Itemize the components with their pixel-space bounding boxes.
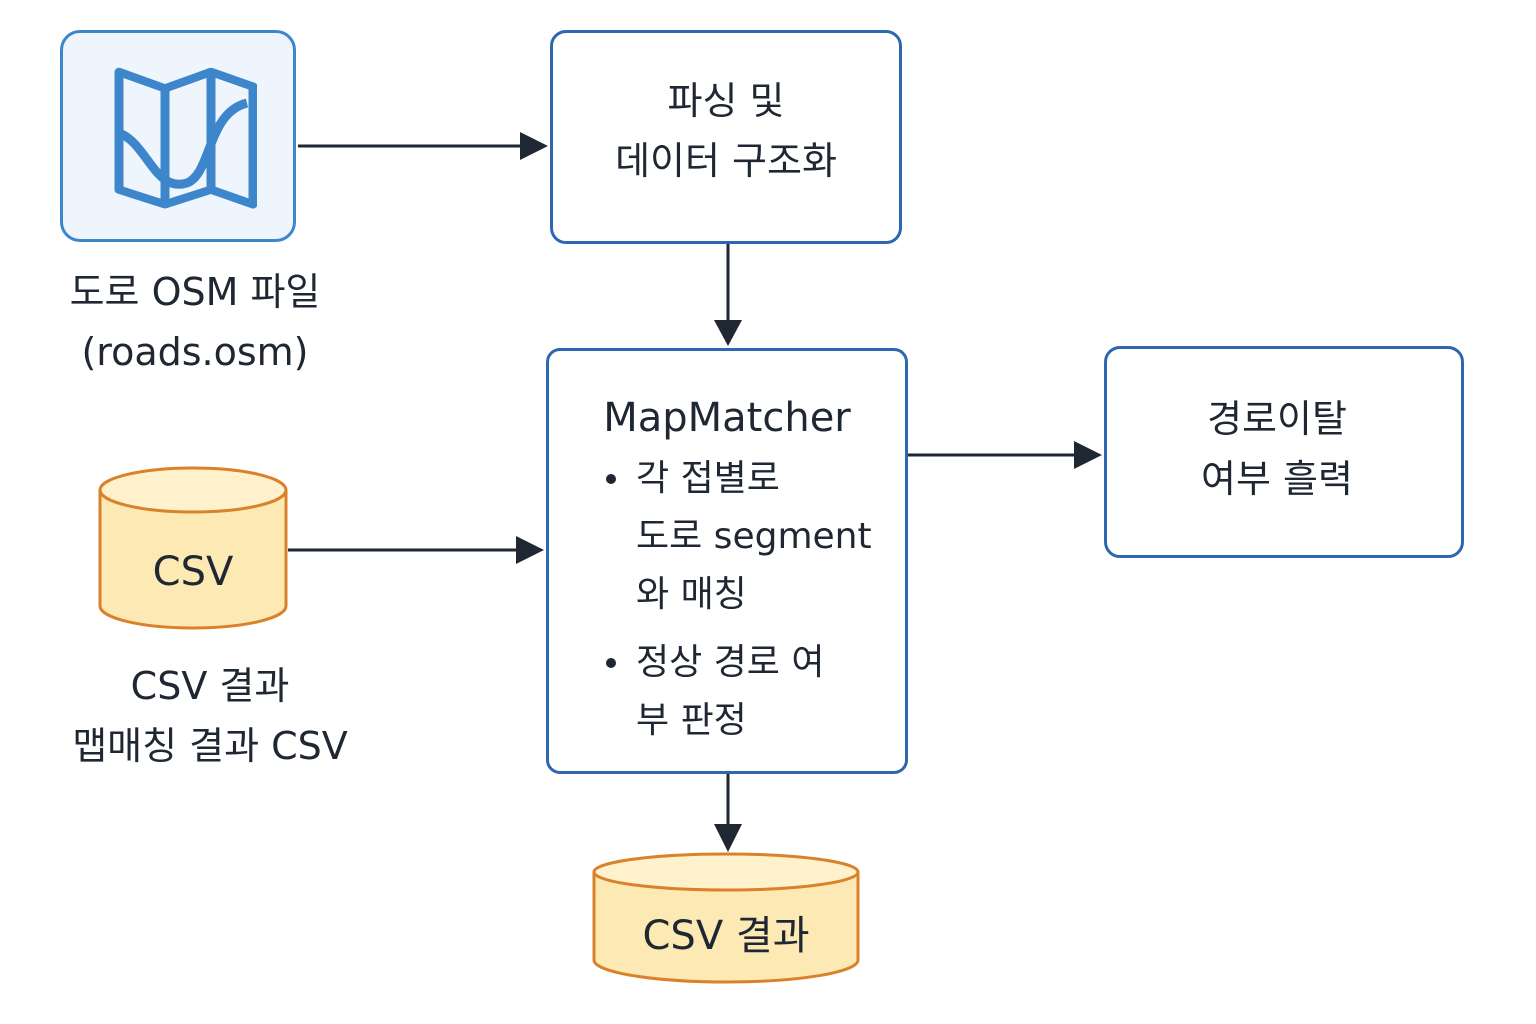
route-deviation-text: 경로이탈 여부 흘력: [1127, 389, 1427, 509]
bullet-2-line2: 부 판정: [636, 700, 747, 741]
parse-step-line1: 파싱 및: [667, 79, 785, 123]
arrowhead-matcher-to-csv-output: [714, 824, 742, 852]
route-deviation-output-box: 경로이탈 여부 흘력: [1104, 346, 1464, 558]
csv-input-label-line2: 맵매칭 결과 CSV: [72, 724, 348, 768]
parse-step-box: 파싱 및 데이터 구조화: [550, 30, 902, 244]
bullet-1-line1: 각 접별로: [636, 458, 780, 499]
osm-file-icon-box: [60, 30, 296, 242]
map-matcher-title: MapMatcher: [603, 395, 851, 441]
map-matcher-bullet-1: 각 접별로 도로 segment 와 매칭: [636, 450, 886, 624]
route-deviation-line1: 경로이탈: [1207, 397, 1347, 441]
map-matcher-box: [546, 348, 908, 774]
bullet-1-line2: 도로 segment: [636, 516, 872, 557]
csv-output-label: CSV 결과: [642, 913, 810, 959]
csv-input-label-line1: CSV 결과: [130, 664, 290, 708]
parse-step-text: 파싱 및 데이터 구조화: [553, 71, 899, 191]
bullet-1-line3: 와 매칭: [636, 574, 747, 615]
bullet-dot-2: [606, 658, 616, 668]
csv-input-label: CSV 결과 맵매칭 결과 CSV: [20, 656, 400, 776]
osm-file-label: 도로 OSM 파일 (roads.osm): [30, 262, 360, 382]
csv-input-icon-label: CSV: [152, 549, 234, 595]
csv-input-cylinder-icon: [98, 466, 288, 630]
osm-file-label-line2: (roads.osm): [81, 330, 309, 374]
arrowhead-matcher-to-output: [1074, 441, 1102, 469]
parse-step-line2: 데이터 구조화: [615, 139, 837, 183]
csv-output-cylinder-icon: [592, 852, 860, 984]
arrowhead-csv-to-matcher: [516, 536, 544, 564]
osm-file-label-line1: 도로 OSM 파일: [69, 270, 321, 314]
arrowhead-osm-to-parse: [520, 132, 548, 160]
map-icon: [114, 67, 257, 209]
bullet-dot-1: [606, 474, 616, 484]
bullet-2-line1: 정상 경로 여: [636, 642, 825, 683]
route-deviation-line2: 여부 흘력: [1201, 457, 1353, 501]
arrowhead-parse-to-matcher: [714, 320, 742, 346]
map-matcher-bullet-2: 정상 경로 여 부 판정: [636, 634, 886, 750]
